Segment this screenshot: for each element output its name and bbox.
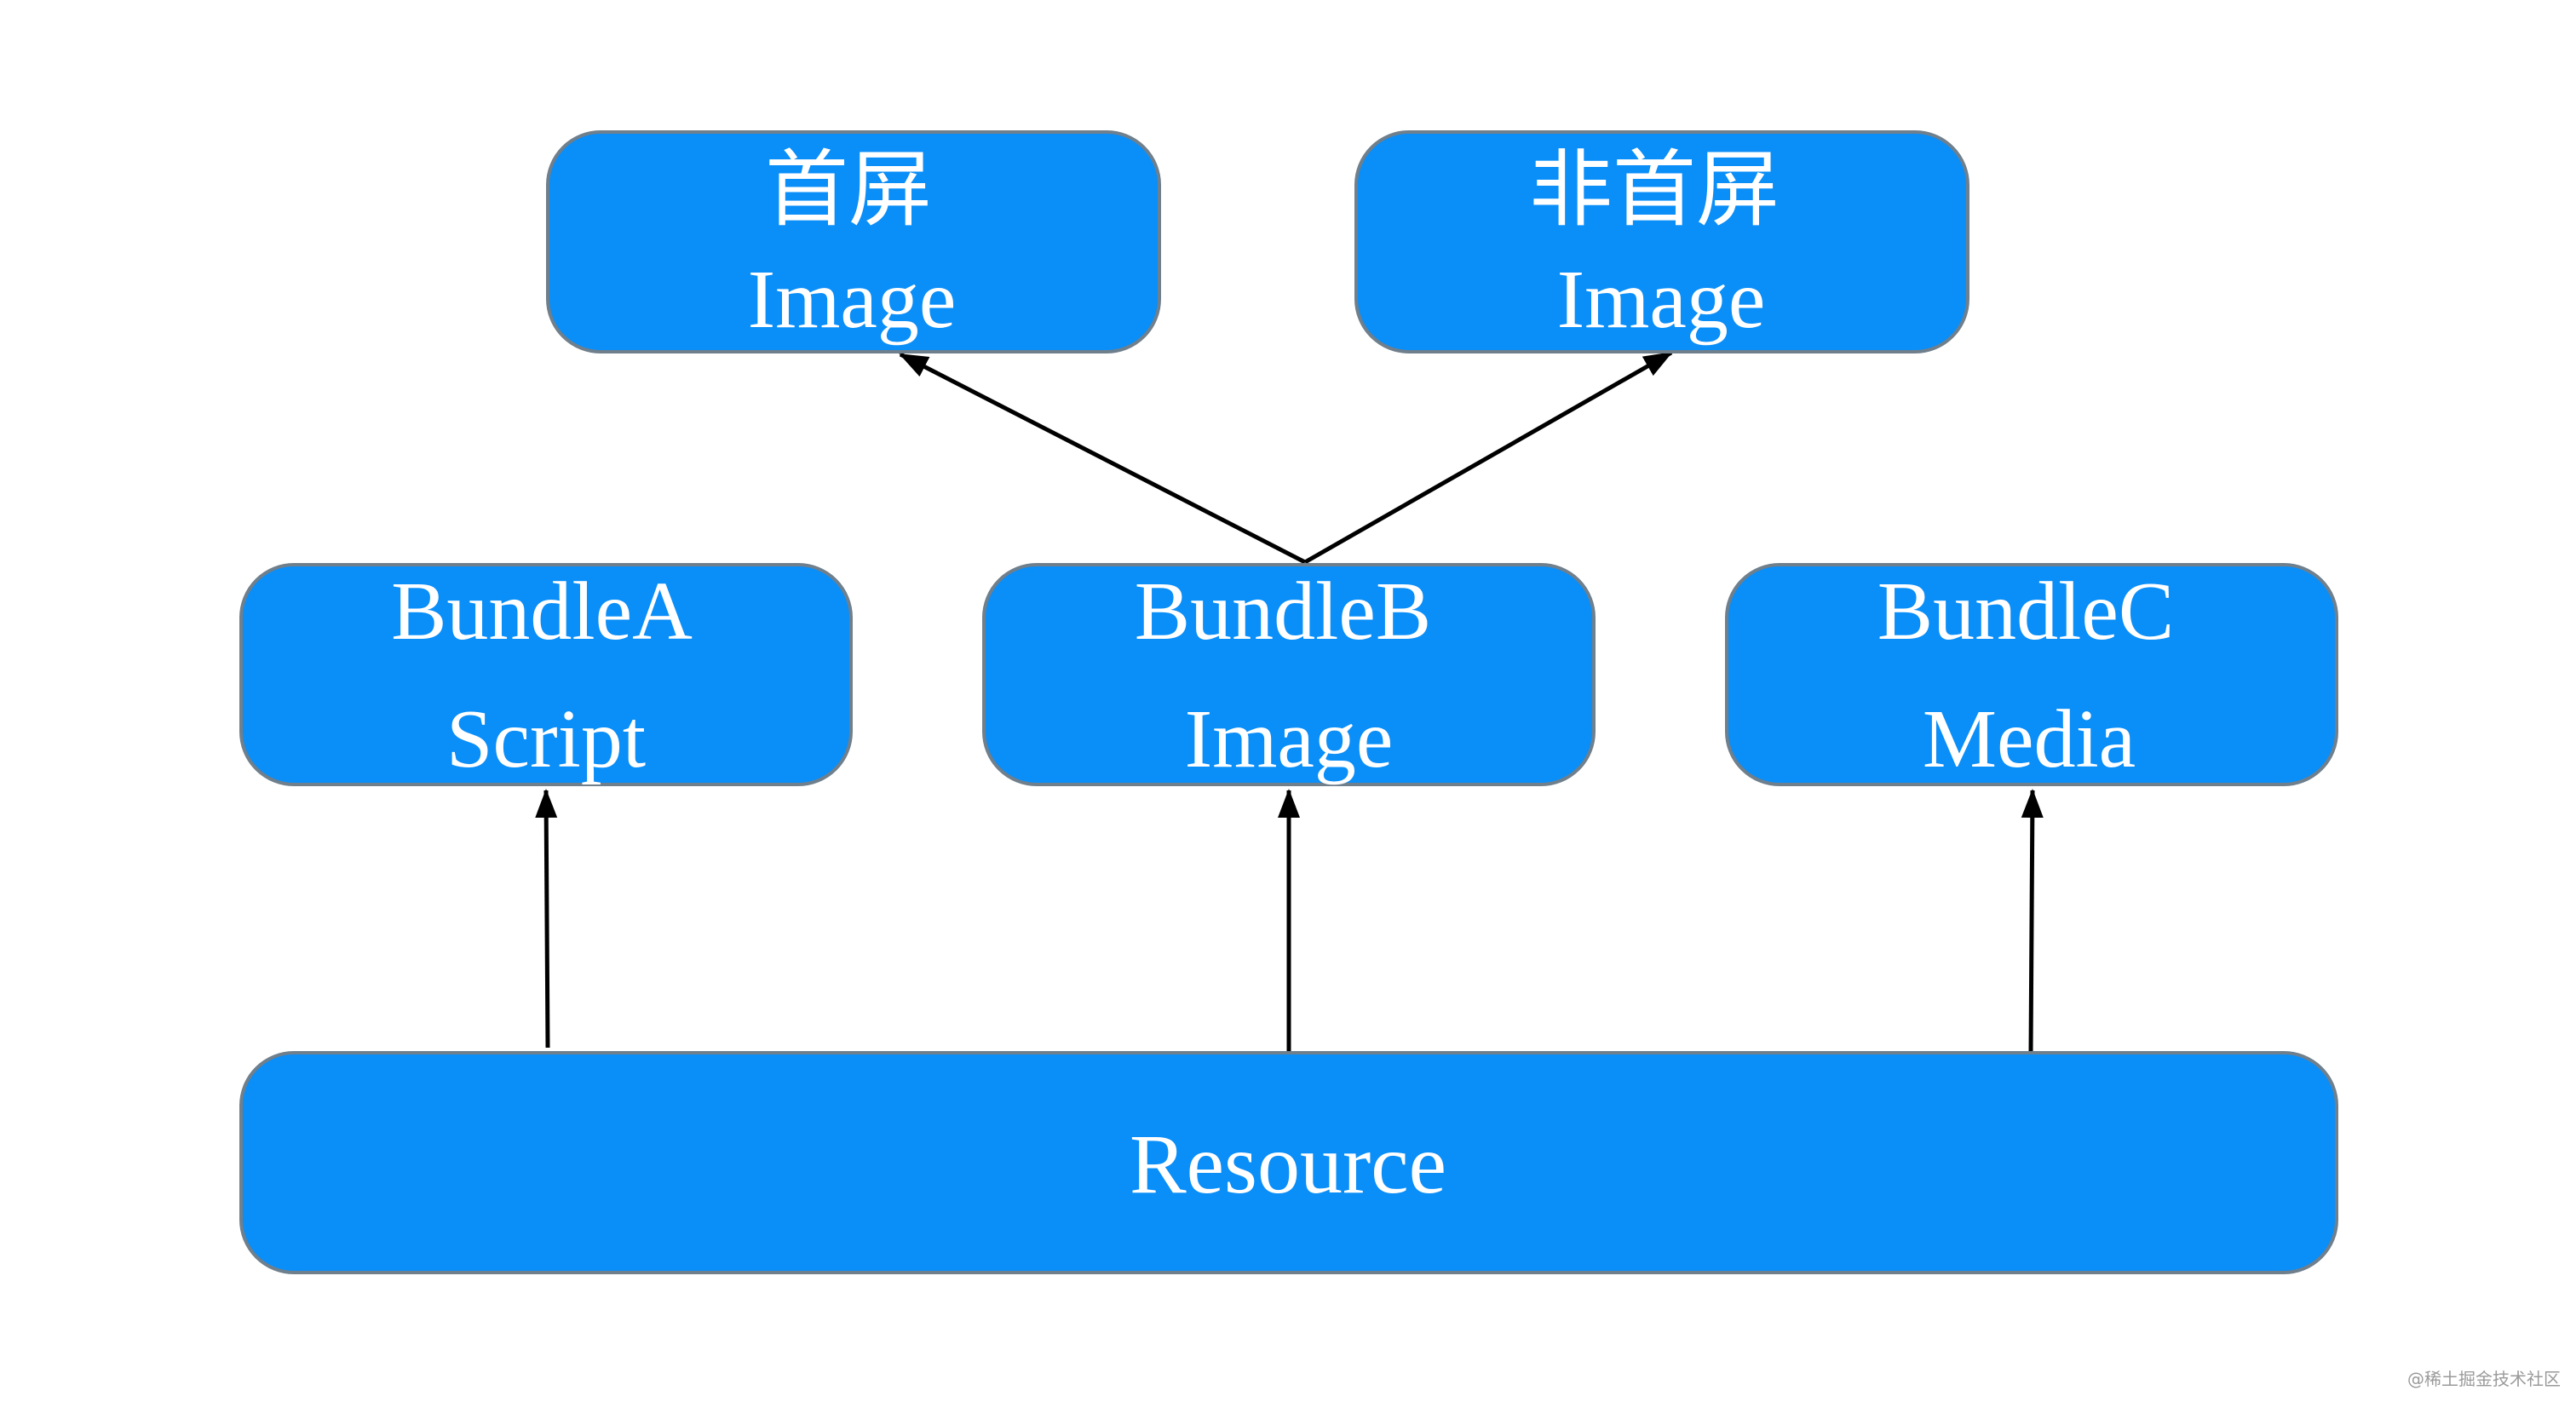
node-bundle-b: BundleB Image bbox=[982, 563, 1596, 786]
arrows-group bbox=[535, 350, 2044, 1054]
node-non-first-screen-title: 非首屏 bbox=[1529, 145, 1780, 237]
node-first-screen-title: 首屏 bbox=[765, 145, 932, 237]
node-bundle-b-type: Image bbox=[1185, 693, 1394, 785]
arrow-bundle-b-to-non-first-screen bbox=[1303, 350, 1673, 565]
node-non-first-screen-type: Image bbox=[1557, 254, 1766, 346]
node-bundle-a: BundleA Script bbox=[239, 563, 853, 786]
node-bundle-c-title: BundleC bbox=[1877, 566, 2174, 658]
node-first-screen-type: Image bbox=[748, 254, 957, 346]
arrow-resource-to-bundle-a bbox=[535, 789, 558, 1049]
node-bundle-c: BundleC Media bbox=[1725, 563, 2338, 786]
node-first-screen-image: 首屏 Image bbox=[546, 130, 1161, 353]
arrow-resource-to-bundle-c bbox=[2021, 789, 2044, 1054]
arrow-bundle-b-to-first-screen bbox=[899, 352, 1307, 565]
node-bundle-b-title: BundleB bbox=[1135, 566, 1431, 658]
node-bundle-a-type: Script bbox=[446, 693, 646, 785]
node-bundle-c-type: Media bbox=[1923, 693, 2136, 785]
node-resource: Resource bbox=[239, 1051, 2338, 1274]
node-resource-label: Resource bbox=[1130, 1117, 1446, 1211]
node-non-first-screen-image: 非首屏 Image bbox=[1354, 130, 1969, 353]
watermark-text: @稀土掘金技术社区 bbox=[2407, 1369, 2561, 1389]
node-bundle-a-title: BundleA bbox=[391, 566, 693, 658]
